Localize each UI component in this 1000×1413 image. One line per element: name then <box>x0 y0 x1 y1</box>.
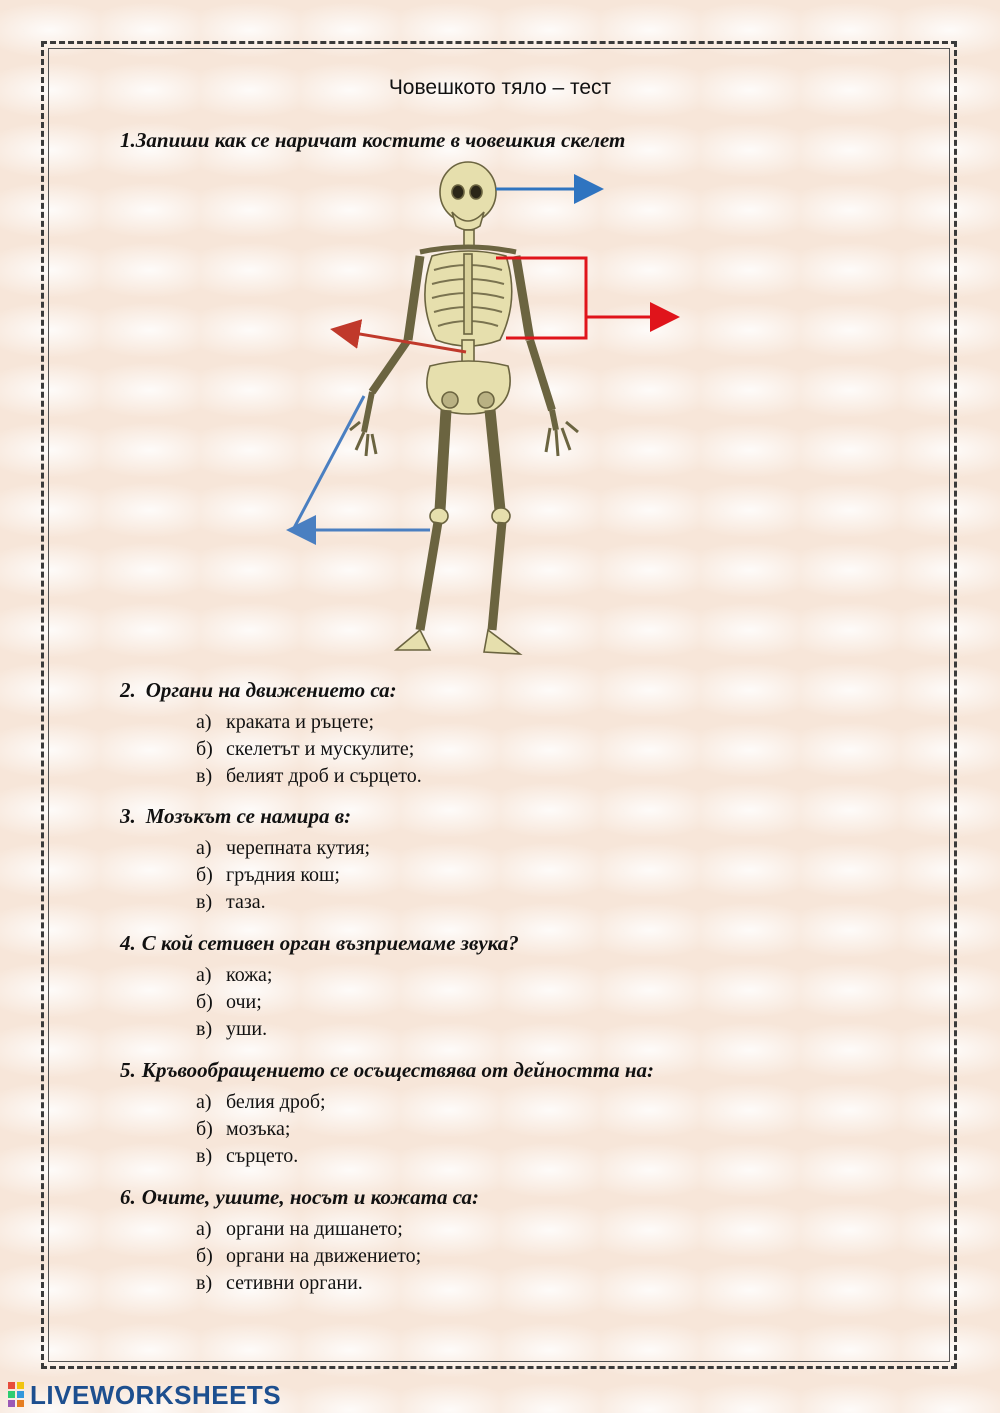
option-letter: б) <box>196 738 213 760</box>
option-letter: а) <box>196 1091 212 1113</box>
answer-option[interactable]: а) белия дроб; <box>196 1089 654 1116</box>
option-text: черепната кутия; <box>226 837 371 859</box>
option-letter: в) <box>196 1272 213 1294</box>
question-heading: 5.Кръвообращението се осъществява от дей… <box>120 1058 654 1083</box>
answer-options: а) черепната кутия; б) гръдния кош; в) таза. <box>196 835 370 916</box>
option-text: гръдния кош; <box>226 864 340 886</box>
logo-text: LIVEWORKSHEETS <box>30 1379 282 1410</box>
answer-option[interactable]: в) белият дроб и сърцето. <box>196 763 422 790</box>
option-text: мозъка; <box>226 1118 291 1140</box>
answer-options: а) кожа; б) очи; в) уши. <box>196 962 519 1043</box>
answer-options: а) белия дроб; б) мозъка; в) сърцето. <box>196 1089 654 1170</box>
option-letter: а) <box>196 711 212 733</box>
option-text: сърцето. <box>226 1145 299 1167</box>
question-heading: 2. Органи на движението са: <box>120 678 422 703</box>
question-number: 2. <box>120 678 136 702</box>
option-letter: б) <box>196 991 213 1013</box>
page-title: Човешкото тяло – тест <box>388 76 612 99</box>
option-letter: а) <box>196 1218 212 1240</box>
ribcage-arrow <box>496 256 680 340</box>
question-6: 6.Очите, ушите, носът и кожата са: а) орга… <box>120 1185 479 1297</box>
option-text: кожа; <box>226 964 273 986</box>
question-number: 6. <box>120 1185 136 1209</box>
answer-option[interactable]: б) органи на движението; <box>196 1243 479 1270</box>
option-letter: в) <box>196 1145 213 1167</box>
answer-option[interactable]: в) таза. <box>196 889 370 916</box>
question-heading: 3. Мозъкът се намира в: <box>120 804 370 829</box>
option-text: органи на движението; <box>226 1245 422 1267</box>
page-border <box>41 41 957 1369</box>
option-letter: б) <box>196 1245 213 1267</box>
option-letter: б) <box>196 864 213 886</box>
option-letter: а) <box>196 837 212 859</box>
answer-options: а) органи на дишането; б) органи на движени… <box>196 1216 479 1297</box>
answer-option[interactable]: а) органи на дишането; <box>196 1216 479 1243</box>
option-text: таза. <box>226 891 266 913</box>
question-4: 4.С кой сетивен орган възприемаме звука?… <box>120 931 519 1043</box>
answer-option[interactable]: б) скелетът и мускулите; <box>196 736 422 763</box>
skeleton-illustration <box>280 160 700 670</box>
answer-option[interactable]: б) мозъка; <box>196 1116 654 1143</box>
option-text: скелетът и мускулите; <box>226 738 415 760</box>
spine-arrow <box>330 319 467 354</box>
answer-option[interactable]: в) сетивни органи. <box>196 1270 479 1297</box>
option-text: органи на дишането; <box>226 1218 403 1240</box>
answer-option[interactable]: а) черепната кутия; <box>196 835 370 862</box>
question-heading: 6.Очите, ушите, носът и кожата са: <box>120 1185 479 1210</box>
question-number: 3. <box>120 804 136 828</box>
logo-icon <box>8 1382 26 1408</box>
question-text: Органи на движението са: <box>145 678 397 702</box>
option-text: уши. <box>226 1018 268 1040</box>
option-text: очи; <box>226 991 262 1013</box>
skeleton-figure <box>286 161 680 655</box>
question-2: 2. Органи на движението са: а) краката и ръ… <box>120 678 422 790</box>
answer-option[interactable]: в) сърцето. <box>196 1143 654 1170</box>
question-1-text: 1.Запиши как се наричат костите в човешк… <box>120 128 626 152</box>
answer-option[interactable]: б) очи; <box>196 989 519 1016</box>
option-text: краката и ръцете; <box>226 711 375 733</box>
option-letter: а) <box>196 964 212 986</box>
option-letter: в) <box>196 891 213 913</box>
question-3: 3. Мозъкът се намира в: а) черепната кутия;… <box>120 804 370 916</box>
leg-arrow <box>286 395 430 545</box>
question-text: Очите, ушите, носът и кожата са: <box>141 1185 480 1209</box>
option-text: белия дроб; <box>226 1091 326 1113</box>
question-heading: 4.С кой сетивен орган възприемаме звука? <box>120 931 519 956</box>
question-text: С кой сетивен орган възприемаме звука? <box>141 931 519 955</box>
question-number: 5. <box>120 1058 136 1082</box>
option-letter: б) <box>196 1118 213 1140</box>
answer-option[interactable]: а) краката и ръцете; <box>196 709 422 736</box>
answer-option[interactable]: б) гръдния кош; <box>196 862 370 889</box>
question-number: 4. <box>120 931 136 955</box>
question-5: 5.Кръвообращението се осъществява от дей… <box>120 1058 654 1170</box>
question-text: Кръвообращението се осъществява от дейно… <box>141 1058 655 1082</box>
liveworksheets-logo: LIVEWORKSHEETS <box>8 1380 281 1410</box>
question-text: Мозъкът се намира в: <box>145 804 352 828</box>
option-text: белият дроб и сърцето. <box>226 765 422 787</box>
option-text: сетивни органи. <box>226 1272 363 1294</box>
answer-option[interactable]: а) кожа; <box>196 962 519 989</box>
option-letter: в) <box>196 765 213 787</box>
answer-options: а) краката и ръцете; б) скелетът и мускулит… <box>196 709 422 790</box>
option-letter: в) <box>196 1018 213 1040</box>
answer-option[interactable]: в) уши. <box>196 1016 519 1043</box>
